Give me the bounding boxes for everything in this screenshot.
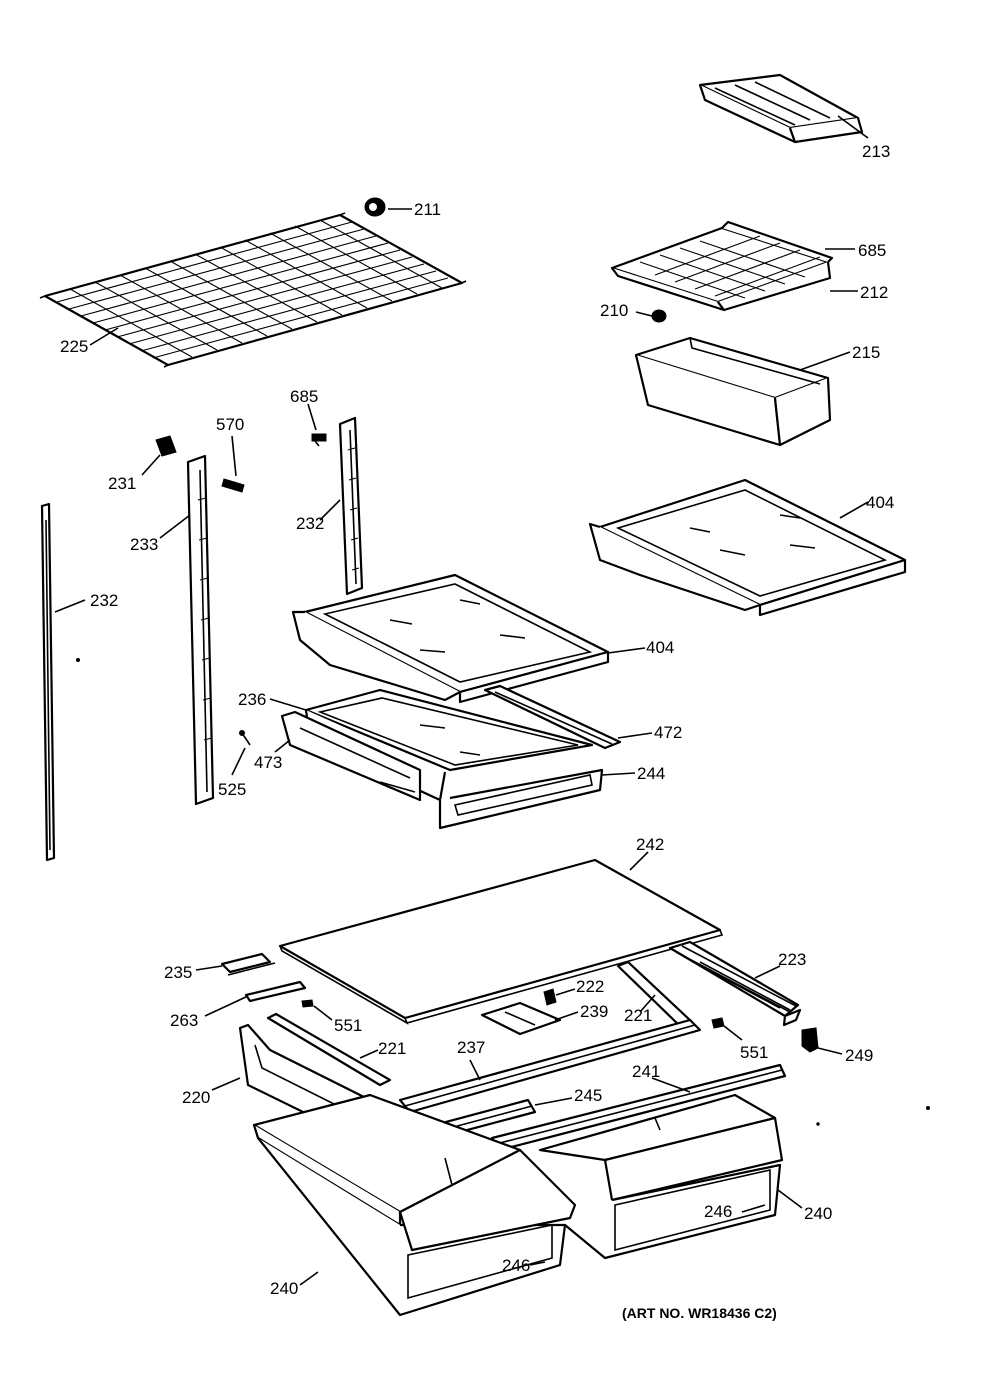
label-404-right: 404	[866, 493, 894, 512]
label-239: 239	[580, 1002, 608, 1021]
knob-210	[651, 309, 667, 323]
label-570: 570	[216, 415, 244, 434]
glass-panel-242	[278, 858, 724, 1025]
drawer-240-right	[538, 1093, 784, 1260]
clip-249	[801, 1027, 819, 1053]
clip-525	[239, 730, 251, 746]
rail-221-left	[266, 1012, 392, 1087]
label-212: 212	[860, 283, 888, 302]
ice-bin-212	[610, 220, 834, 312]
screw-551-left	[301, 999, 314, 1008]
ice-bucket-215	[634, 336, 832, 447]
knob-211	[364, 197, 386, 217]
rail-233	[186, 454, 215, 806]
crisper-cover-236	[304, 688, 594, 772]
screw-570	[221, 478, 245, 493]
label-215: 215	[852, 343, 880, 362]
art-number: (ART NO. WR18436 C2)	[622, 1305, 777, 1321]
label-244: 244	[637, 764, 665, 783]
label-263: 263	[170, 1011, 198, 1030]
crisper-rail-472	[483, 684, 622, 750]
label-242: 242	[636, 835, 664, 854]
cap-231	[155, 435, 177, 457]
screw-551-right	[711, 1017, 725, 1029]
drawer-240-left	[252, 1093, 577, 1317]
label-222: 222	[576, 977, 604, 996]
label-231: 231	[108, 474, 136, 493]
label-551-right: 551	[740, 1043, 768, 1062]
label-246-right: 246	[704, 1202, 732, 1221]
label-232-left: 232	[90, 591, 118, 610]
label-525: 525	[218, 780, 246, 799]
bracket-239	[480, 1001, 562, 1036]
label-232-right: 232	[296, 514, 324, 533]
label-210: 210	[600, 301, 628, 320]
label-473: 473	[254, 753, 282, 772]
label-246-left: 246	[502, 1256, 530, 1275]
label-551-left: 551	[334, 1016, 362, 1035]
label-213: 213	[862, 142, 890, 161]
screw-685	[311, 433, 327, 447]
label-241: 241	[632, 1062, 660, 1081]
label-404-middle: 404	[646, 638, 674, 657]
label-472: 472	[654, 723, 682, 742]
label-685-lower: 685	[290, 387, 318, 406]
label-240-right: 240	[804, 1204, 832, 1223]
label-237: 237	[457, 1038, 485, 1057]
glass-shelf-404-middle	[291, 573, 610, 704]
label-211: 211	[414, 200, 441, 219]
wire-shelf-225	[39, 212, 467, 368]
bracket-263	[244, 980, 307, 1003]
label-236: 236	[238, 690, 266, 709]
label-240-left: 240	[270, 1279, 298, 1298]
label-221-left: 221	[378, 1039, 406, 1058]
label-220: 220	[182, 1088, 210, 1107]
crisper-frame-244	[280, 709, 604, 830]
rail-assembly-223	[668, 940, 802, 1027]
knob-222	[543, 988, 557, 1006]
label-235: 235	[164, 963, 192, 982]
ice-tray-213	[698, 73, 864, 144]
label-221-right: 221	[624, 1006, 652, 1025]
rail-232-right	[338, 416, 364, 596]
glass-shelf-404-right	[588, 478, 907, 617]
label-685-upper: 685	[858, 241, 886, 260]
label-245: 245	[574, 1086, 602, 1105]
bracket-235	[220, 952, 276, 976]
label-223: 223	[778, 950, 806, 969]
rail-232-left	[40, 502, 56, 862]
label-233: 233	[130, 535, 158, 554]
label-225: 225	[60, 337, 88, 356]
label-249: 249	[845, 1046, 873, 1065]
